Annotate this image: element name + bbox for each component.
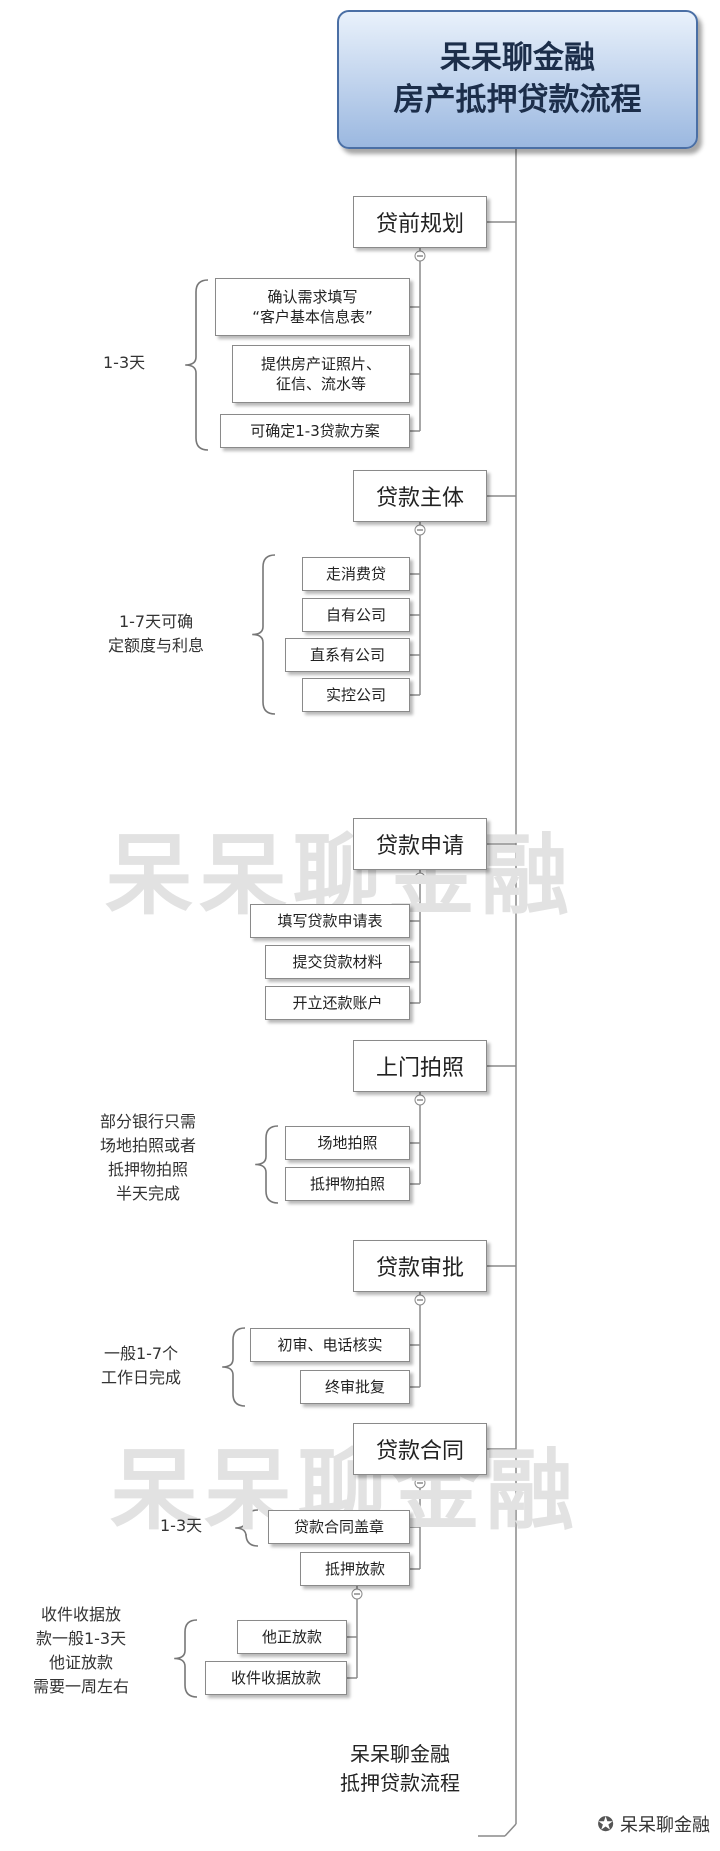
brace-step-6 <box>235 1509 259 1547</box>
wechat-icon: ✪ <box>597 1812 614 1836</box>
sub-text: 确认需求填写 <box>267 287 358 306</box>
spine-elbow <box>504 1823 517 1837</box>
footer-line-1: 呆呆聊金融 <box>350 1742 450 1766</box>
note-line: 收件收据放 <box>41 1605 122 1624</box>
note-line: 需要一周左右 <box>33 1677 130 1696</box>
title-box: 呆呆聊金融 房产抵押贷款流程 <box>337 10 698 149</box>
sub-box-own-company[interactable]: 自有公司 <box>302 598 410 632</box>
brace-release <box>174 1619 198 1698</box>
note-line: 抵押物拍照 <box>108 1160 189 1179</box>
note-step-5: 一般1-7个 工作日完成 <box>101 1342 181 1390</box>
sub-box-mortgage-release[interactable]: 抵押放款 <box>300 1552 410 1586</box>
sub-box-consumer-loan[interactable]: 走消费贷 <box>302 557 410 591</box>
footer-line-2: 抵押贷款流程 <box>340 1771 460 1795</box>
note-line: 1-7天可确 <box>118 612 194 631</box>
note-step-1: 1-3天 <box>103 351 145 375</box>
note-line: 部分银行只需 <box>100 1112 197 1131</box>
sub-text: 征信、流水等 <box>275 375 366 393</box>
sub-text: “客户基本信息表” <box>252 308 373 326</box>
sub-box-collateral-photo[interactable]: 抵押物拍照 <box>285 1167 410 1201</box>
note-release: 收件收据放 款一般1-3天 他证放款 需要一周左右 <box>33 1603 129 1699</box>
note-line: 款一般1-3天 <box>35 1629 127 1648</box>
sub-box-fill-form[interactable]: 填写贷款申请表 <box>250 904 410 938</box>
step-box-loan-approval[interactable]: 贷款审批 <box>353 1240 487 1292</box>
sub-box-loan-plan[interactable]: 可确定1-3贷款方案 <box>220 414 410 448</box>
sub-box-submit-materials[interactable]: 提交贷款材料 <box>265 945 410 979</box>
title-line-1: 呆呆聊金融 <box>440 39 595 76</box>
footer-caption: 呆呆聊金融 抵押贷款流程 <box>300 1740 500 1798</box>
note-line: 场地拍照或者 <box>100 1136 197 1155</box>
note-line: 定额度与利息 <box>108 636 205 655</box>
step-box-loan-subject[interactable]: 贷款主体 <box>353 470 487 522</box>
note-line: 工作日完成 <box>101 1368 182 1387</box>
step-box-loan-planning[interactable]: 贷前规划 <box>353 196 487 248</box>
sub-box-preliminary-review[interactable]: 初审、电话核实 <box>250 1328 410 1362</box>
brace-step-1 <box>185 279 209 451</box>
wechat-account-name: 呆呆聊金融 <box>620 1815 710 1836</box>
note-step-4: 部分银行只需 场地拍照或者 抵押物拍照 半天完成 <box>100 1110 196 1206</box>
title-line-2: 房产抵押贷款流程 <box>393 81 642 118</box>
note-step-6: 1-3天 <box>160 1514 202 1538</box>
brace-step-2 <box>252 554 276 715</box>
sub-text: 提供房产证照片、 <box>260 354 381 373</box>
note-line: 1-3天 <box>160 1516 203 1535</box>
sub-box-certificate-release[interactable]: 他正放款 <box>237 1620 347 1654</box>
sub-box-final-approval[interactable]: 终审批复 <box>300 1370 410 1404</box>
wechat-signature: ✪ 呆呆聊金融 <box>597 1811 710 1837</box>
note-line: 1-3天 <box>103 353 146 372</box>
sub-box-receipt-release[interactable]: 收件收据放款 <box>205 1661 347 1695</box>
sub-box-provide-documents[interactable]: 提供房产证照片、 征信、流水等 <box>232 345 410 403</box>
sub-box-contract-seal[interactable]: 贷款合同盖章 <box>268 1510 410 1544</box>
step-box-onsite-photo[interactable]: 上门拍照 <box>353 1040 487 1092</box>
note-line: 一般1-7个 <box>103 1344 179 1363</box>
brace-step-4 <box>255 1125 279 1204</box>
sub-box-relative-company[interactable]: 直系有公司 <box>285 638 410 672</box>
note-line: 他证放款 <box>49 1653 114 1672</box>
step-box-loan-application[interactable]: 贷款申请 <box>353 818 487 870</box>
brace-step-5 <box>222 1327 246 1407</box>
note-line: 半天完成 <box>116 1184 181 1203</box>
step-box-loan-contract[interactable]: 贷款合同 <box>353 1423 487 1475</box>
note-step-2: 1-7天可确 定额度与利息 <box>108 610 204 658</box>
sub-box-site-photo[interactable]: 场地拍照 <box>285 1126 410 1160</box>
sub-box-confirm-needs[interactable]: 确认需求填写 “客户基本信息表” <box>215 278 410 336</box>
sub-box-open-account[interactable]: 开立还款账户 <box>265 986 410 1020</box>
sub-box-controlled-company[interactable]: 实控公司 <box>302 678 410 712</box>
